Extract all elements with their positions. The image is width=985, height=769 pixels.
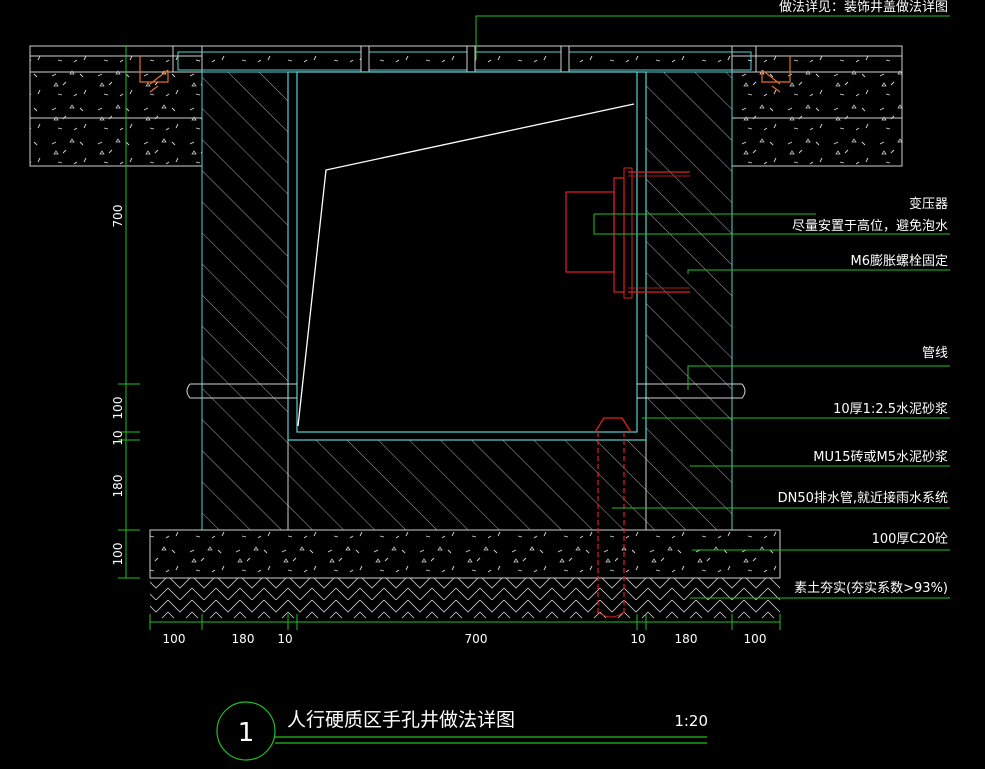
vertical-dimension-labels: 700 100 10 180 100 (111, 205, 125, 566)
pavement-left (29, 45, 203, 167)
mortar-lining (201, 71, 733, 531)
dim-h-700: 700 (465, 632, 488, 646)
dimension-lines (118, 46, 781, 630)
drain-pipe (594, 417, 632, 618)
manhole-cover (139, 45, 791, 93)
leader-lines (475, 15, 950, 599)
title-block: 1 人行硬质区手孔井做法详图 1:20 (216, 701, 708, 761)
dim-v-100-base: 100 (111, 543, 125, 566)
label-soil: 素土夯实(夯实系数>93%) (794, 581, 948, 596)
dim-h-100-left: 100 (163, 632, 186, 646)
conduit (186, 103, 746, 427)
dim-h-180-left: 180 (232, 632, 255, 646)
label-transformer-note: 尽量安置于高位，避免泡水 (792, 218, 948, 234)
detail-number: 1 (238, 718, 255, 748)
compacted-soil (150, 577, 780, 618)
label-drain: DN50排水管,就近接雨水系统 (778, 490, 948, 506)
detail-circle (216, 701, 276, 761)
top-note: 做法详见：装饰井盖做法详图 (779, 0, 948, 15)
label-brick: MU15砖或M5水泥砂浆 (813, 450, 948, 465)
dim-h-100-right: 100 (744, 632, 767, 646)
label-bolt: M6膨胀螺栓固定 (851, 254, 949, 269)
label-mortar: 10厚1:2.5水泥砂浆 (833, 402, 948, 417)
concrete-base (149, 529, 781, 579)
pavement-right (731, 45, 903, 167)
label-transformer: 变压器 (909, 196, 948, 212)
drawing-title: 人行硬质区手孔井做法详图 (287, 709, 515, 731)
dim-v-10: 10 (111, 430, 125, 445)
dim-v-700: 700 (111, 205, 125, 228)
transformer (565, 167, 690, 299)
label-concrete: 100厚C20砼 (872, 532, 948, 547)
horizontal-dimension-labels: 100 180 10 700 10 180 100 (163, 632, 767, 646)
annotation-labels: 做法详见：装饰井盖做法详图 变压器 尽量安置于高位，避免泡水 M6膨胀螺栓固定 … (778, 0, 948, 596)
label-conduit: 管线 (922, 346, 948, 361)
dim-h-180-right: 180 (675, 632, 698, 646)
dim-h-10-left: 10 (277, 632, 292, 646)
dim-v-180: 180 (111, 475, 125, 498)
drawing-scale: 1:20 (674, 712, 708, 730)
dim-h-10-right: 10 (630, 632, 645, 646)
dim-v-100: 100 (111, 397, 125, 420)
